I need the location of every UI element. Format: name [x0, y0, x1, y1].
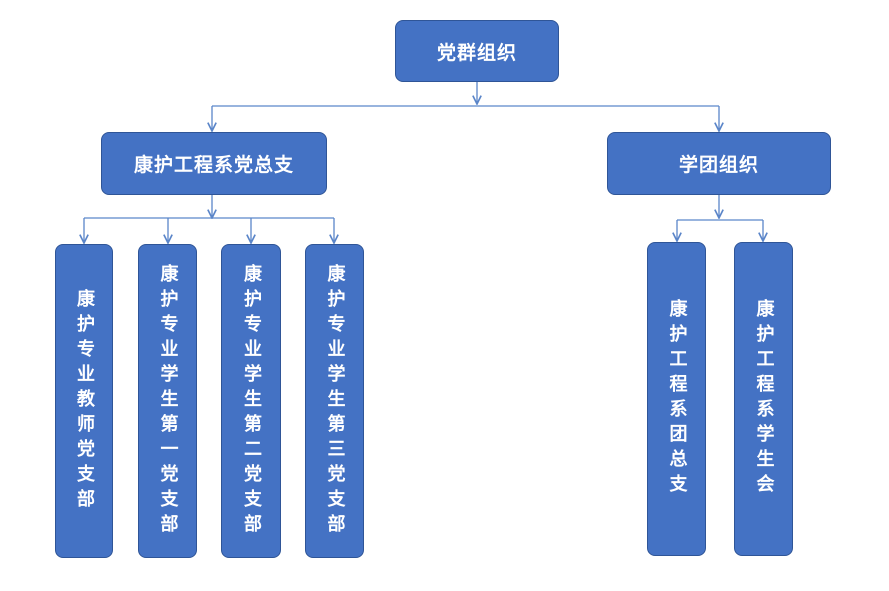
student-union-node: 康护工程系学生会 — [734, 242, 793, 556]
student-union-label: 康护工程系学生会 — [753, 299, 775, 499]
teacher-party-branch-node: 康护专业教师党支部 — [55, 244, 113, 558]
youth-league-general-branch-label: 康护工程系团总支 — [666, 299, 688, 499]
student-party-branch-2-node: 康护专业学生第二党支部 — [221, 244, 281, 558]
youth-organization-node: 学团组织 — [607, 132, 831, 195]
root-node: 党群组织 — [395, 20, 559, 82]
student-party-branch-3-label: 康护专业学生第三党支部 — [324, 263, 346, 539]
party-general-branch-node: 康护工程系党总支 — [101, 132, 327, 195]
student-party-branch-3-node: 康护专业学生第三党支部 — [305, 244, 364, 558]
student-party-branch-2-label: 康护专业学生第二党支部 — [241, 263, 262, 539]
root-node-label: 党群组织 — [436, 41, 517, 64]
party-general-branch-label: 康护工程系党总支 — [133, 154, 294, 176]
youth-organization-label: 学团组织 — [678, 154, 759, 176]
student-party-branch-1-node: 康护专业学生第一党支部 — [138, 244, 197, 558]
teacher-party-branch-label: 康护专业教师党支部 — [74, 288, 95, 514]
youth-league-general-branch-node: 康护工程系团总支 — [647, 242, 706, 556]
student-party-branch-1-label: 康护专业学生第一党支部 — [157, 263, 179, 539]
